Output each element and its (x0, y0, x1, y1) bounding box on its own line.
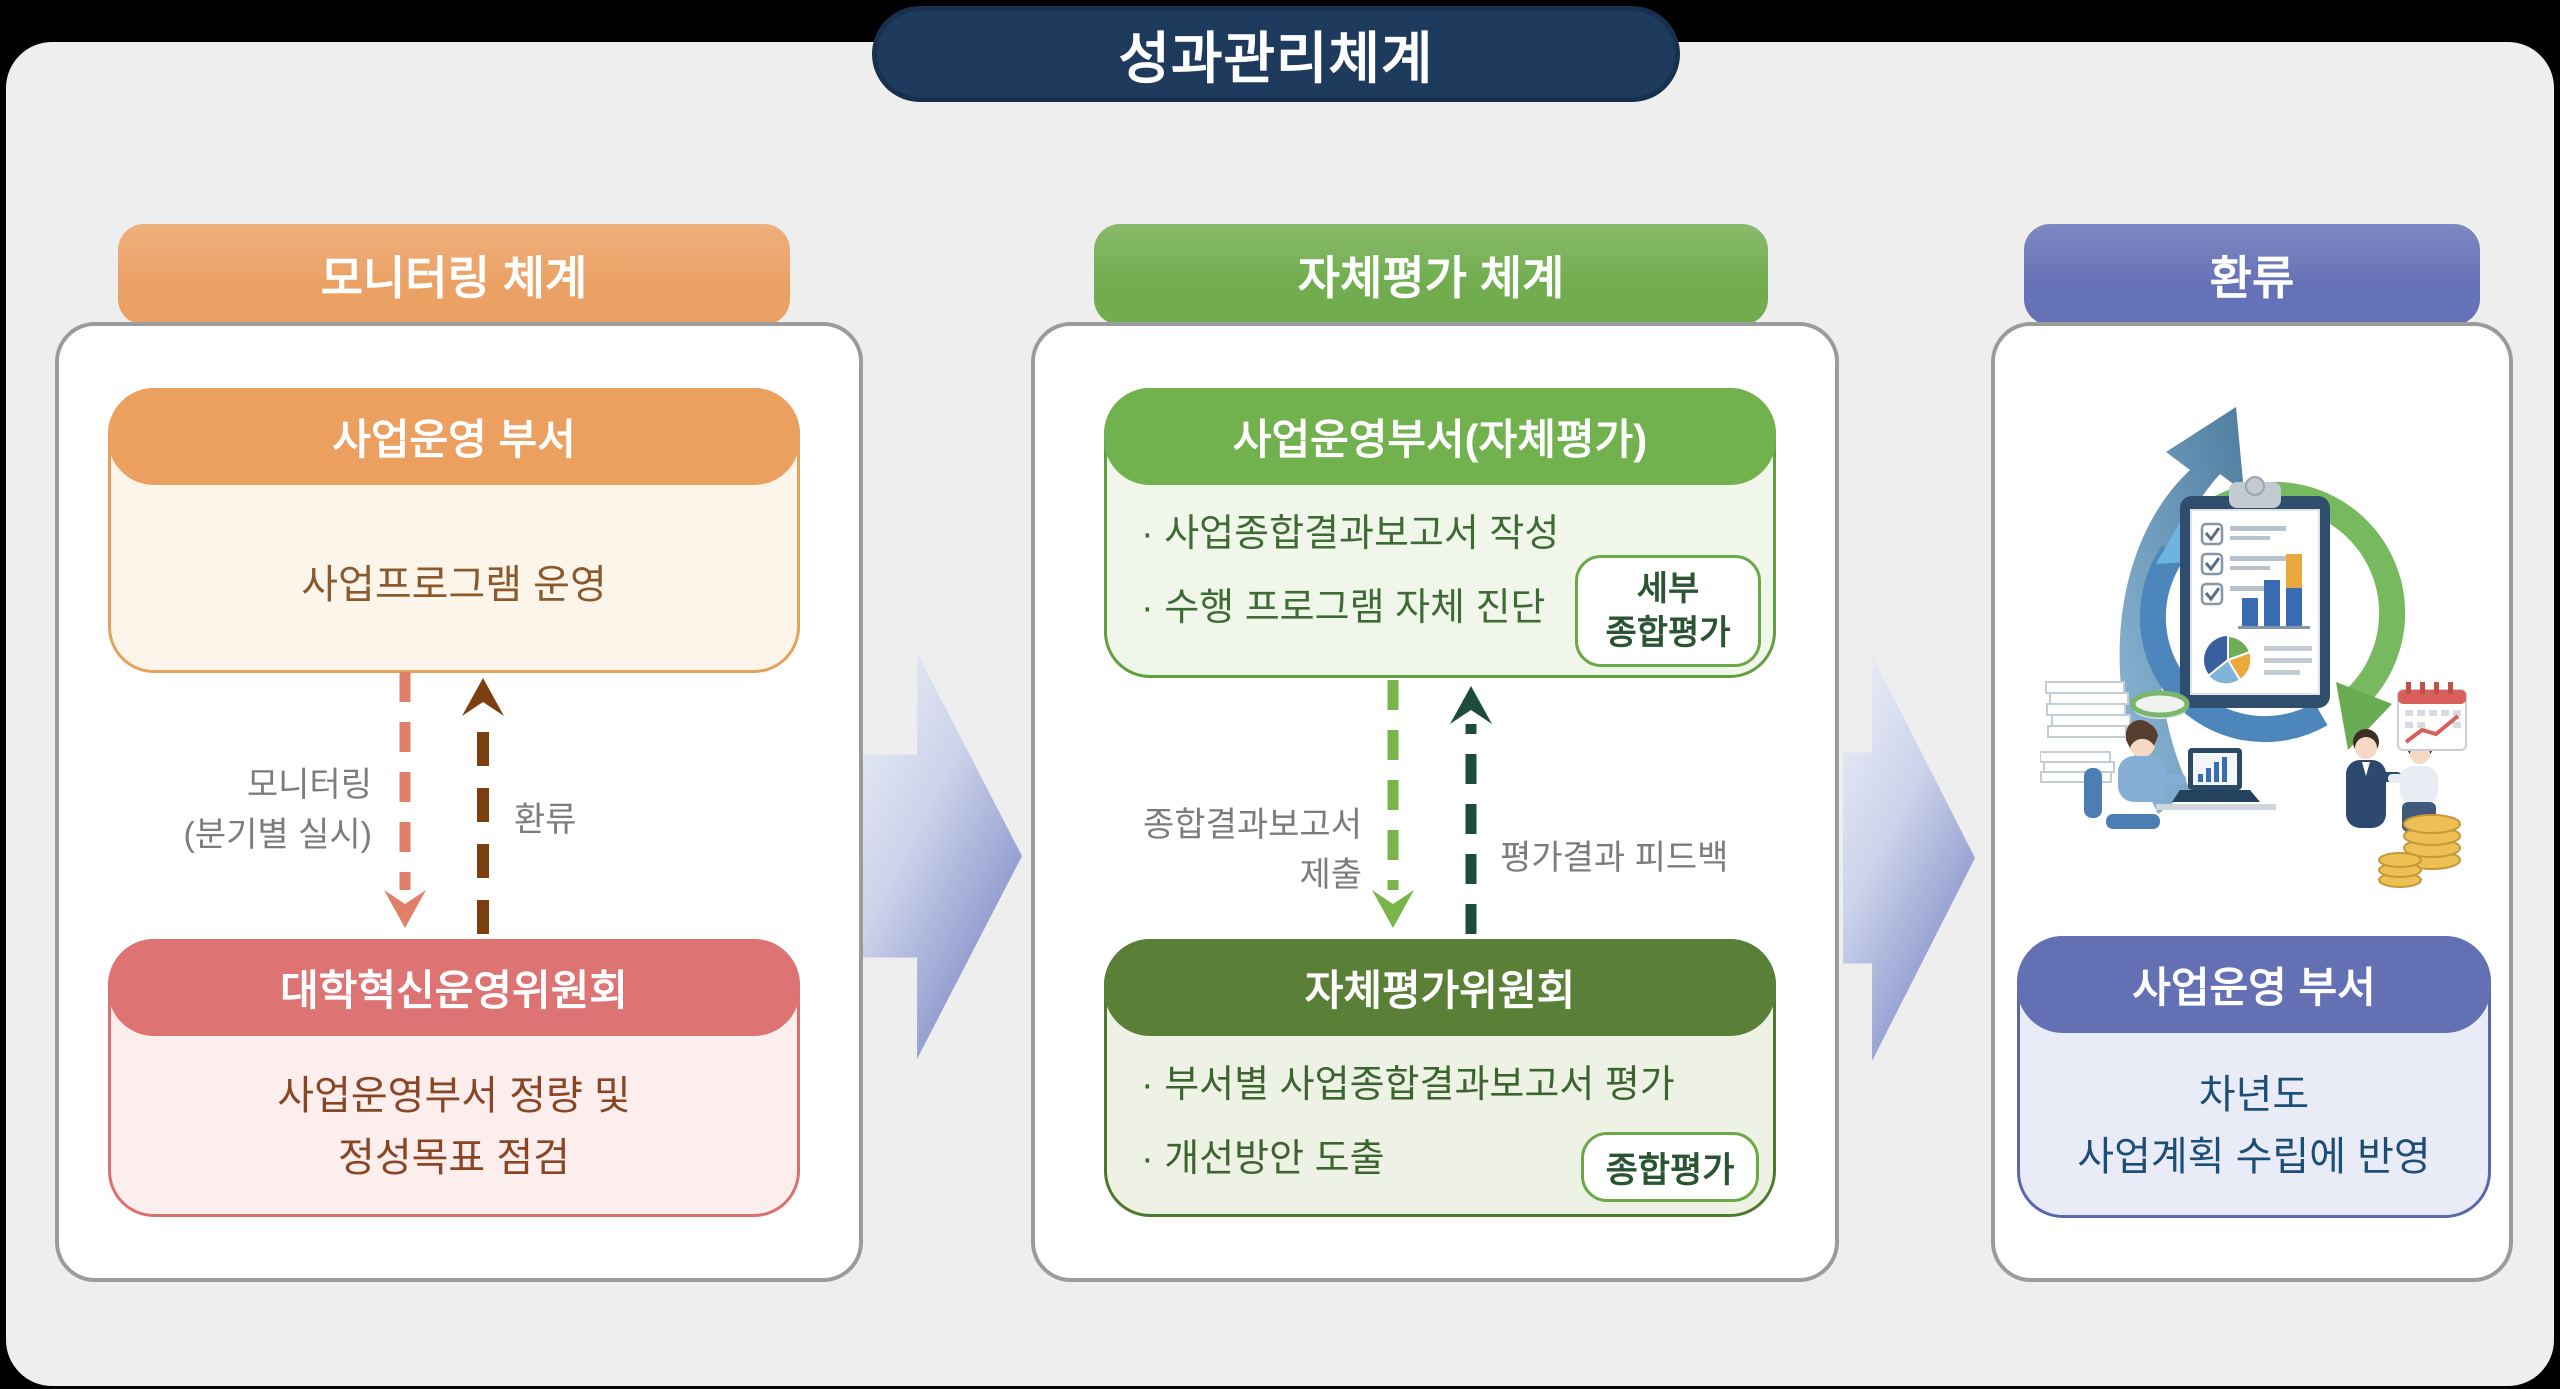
box-innovation-committee: 대학혁신운영위원회 사업운영부서 정량 및 정성목표 점검 (108, 939, 800, 1217)
box-innovation-committee-body: 사업운영부서 정량 및 정성목표 점검 (277, 1073, 631, 1180)
badge-detail-comprehensive-eval: 세부 종합평가 (1575, 555, 1761, 667)
box-selfeval-department: 사업운영부서(자체평가) · 사업종합결과보고서 작성 · 수행 프로그램 자체… (1104, 388, 1776, 678)
badge-comprehensive-eval: 종합평가 (1581, 1132, 1759, 1202)
label-monitoring-quarterly: 모니터링 (분기별 실시) (183, 766, 373, 854)
box-operating-department: 사업운영 부서 사업프로그램 운영 (108, 388, 800, 673)
box-selfeval-committee: 자체평가위원회 · 부서별 사업종합결과보고서 평가 · 개선방안 도출 종합평… (1104, 939, 1776, 1217)
box-operating-department-header: 사업운영 부서 (108, 388, 800, 485)
box-operating-department-body: 사업프로그램 운영 (301, 562, 607, 607)
box-feedback-department: 사업운영 부서 차년도 사업계획 수립에 반영 (2017, 936, 2491, 1218)
label-feedback: 환류 (514, 801, 577, 839)
box-innovation-committee-header: 대학혁신운영위원회 (108, 939, 800, 1036)
dashed-arrow-feedback-up (462, 678, 504, 934)
box-selfeval-committee-bullets: · 부서별 사업종합결과보고서 평가 · 개선방안 도출 (1141, 1064, 1675, 1180)
dashed-arrow-monitoring-down (384, 672, 426, 928)
dashed-arrow-eval-feedback-up (1450, 686, 1492, 934)
feedback-cycle-illustration (2040, 407, 2467, 888)
tab-feedback: 환류 (2024, 224, 2480, 325)
box-selfeval-department-bullets: · 사업종합결과보고서 작성 · 수행 프로그램 자체 진단 (1141, 513, 1560, 629)
box-selfeval-department-header: 사업운영부서(자체평가) (1104, 388, 1776, 485)
dashed-arrow-report-submit-down (1372, 680, 1414, 928)
box-selfeval-committee-header: 자체평가위원회 (1104, 939, 1776, 1036)
label-report-submission: 종합결과보고서 제출 (1143, 806, 1362, 894)
box-feedback-department-header: 사업운영 부서 (2017, 936, 2491, 1033)
tab-self-evaluation-system: 자체평가 체계 (1094, 224, 1768, 325)
box-feedback-department-body: 차년도 사업계획 수립에 반영 (2077, 1073, 2431, 1179)
tab-monitoring-system: 모니터링 체계 (118, 224, 790, 325)
page-title: 성과관리체계 (872, 6, 1680, 102)
label-eval-result-feedback: 평가결과 피드백 (1500, 839, 1729, 877)
